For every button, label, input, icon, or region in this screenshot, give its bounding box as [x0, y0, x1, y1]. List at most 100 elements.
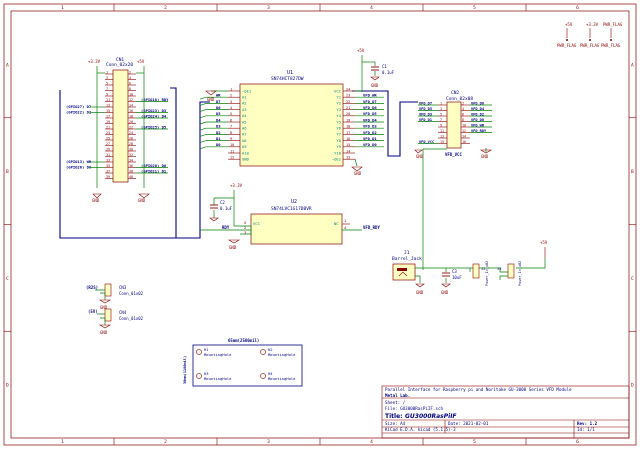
cn4-label: (5V): [88, 309, 98, 314]
frame-col-top-1: 1: [61, 5, 64, 11]
cn2-right-net-label: VFD_D4: [471, 107, 484, 111]
cn1-left-net-label: (GPIO22) D2: [66, 110, 91, 115]
tb-company: Metal Lab.: [385, 393, 410, 398]
cn4-value: Conn_01x02: [119, 316, 144, 321]
c2-capacitor: +3.3V C2 0.1uF: [209, 183, 243, 226]
cn2-right-net-label: VFD_D2: [471, 112, 484, 116]
j2-value: Power_In_x02: [485, 261, 489, 286]
j1-gnd: GND: [416, 290, 424, 295]
u1-pin-name: A10: [242, 150, 250, 155]
cn2-pin-num: 9: [440, 123, 442, 127]
cn1-pin-num: 18: [129, 114, 133, 118]
misc-gnd: GND: [207, 97, 215, 102]
cn1-pin-num: 11: [106, 98, 110, 102]
frame-col-top-4: 4: [370, 5, 373, 11]
cn1-pin-num: 25: [106, 136, 110, 140]
cn2-pin-num: 8: [462, 118, 464, 122]
cn1-pin-num: 10: [129, 92, 133, 96]
tb-title-prefix: Title:: [385, 413, 403, 420]
u1-input-label: D1: [216, 136, 221, 141]
u1-pin-num: 9: [230, 137, 232, 141]
cn2-right-net-label: VFD_D0: [471, 118, 484, 122]
frame-col-top-6: 6: [576, 5, 579, 11]
u1-pin-name: A5: [242, 119, 247, 124]
u1-input-label: D3: [216, 124, 221, 129]
j1-value: Barrel_Jack: [392, 256, 422, 262]
u1-pin-num: 19: [346, 118, 350, 122]
cn1-right-net-label: (GPIO18) RDY: [141, 97, 169, 102]
pwr-flag-net-2: +3.3V: [586, 22, 599, 27]
j2-body: [472, 263, 480, 279]
cn1-connector: CN1 Conn_02x20 +3.3V +5V 135791113151719…: [66, 57, 169, 203]
tb-sheet: Sheet: /: [385, 400, 406, 405]
tb-description: Parallel Interface for Raspberry pi and …: [385, 387, 572, 392]
cn1-pin-num: 16: [129, 109, 133, 113]
cn1-pin-num: 4: [129, 76, 131, 80]
u1-pin-name: Y10: [334, 150, 342, 155]
u1-pin-num: 15: [346, 143, 350, 147]
cn2-pin-num: 4: [462, 107, 464, 111]
frame-row-right-D: D: [631, 383, 634, 389]
u1-pin-name: ~OE1: [242, 88, 252, 93]
cn2-body: [446, 101, 462, 149]
cn1-pin-num: 37: [106, 169, 110, 173]
cn1-pin-num: 27: [106, 142, 110, 146]
cn2-right-net-label: VFD_D6: [471, 101, 484, 105]
u1-output-label: VFD_D7: [363, 99, 377, 104]
cn2-right-net-label: VFD_RDY: [471, 129, 487, 133]
u2-pin-out-num: 4: [344, 225, 347, 230]
cn1-pin-num: 24: [129, 131, 133, 135]
u1-input-wire: [199, 103, 207, 106]
cn1-pin-num: 21: [106, 125, 110, 129]
tb-file: File: GU3000RasPiIF.sch: [385, 406, 443, 411]
u1-input-wire: [199, 115, 207, 119]
j2-ref: J2: [481, 266, 486, 271]
mount-hole-ref: H3: [204, 371, 209, 376]
u1-pin-name: A8: [242, 138, 247, 143]
mount-hole-symbol: [260, 349, 266, 355]
j3-value: Power_In_x02: [518, 261, 522, 286]
u1-pin-name: A7: [242, 132, 247, 137]
u1-pin-name: A9: [242, 144, 247, 149]
u1-pin-num: 3: [230, 100, 232, 104]
cn1-right-labels: (GPIO18) RDY(GPIO23) D3(GPIO24) D4(GPIO2…: [136, 97, 169, 173]
c1-power: +5V: [357, 48, 365, 53]
bus-wires: [59, 87, 418, 239]
u2-pin-in-num: 2: [244, 225, 246, 230]
u1-output-label: VFD_D4: [363, 117, 377, 122]
u2-in-label: RDY: [222, 225, 230, 230]
c1-gnd: GND: [371, 83, 379, 88]
c3-value: 10uF: [452, 275, 462, 280]
cn1-pin-num: 32: [129, 153, 133, 157]
cn1-pin-num: 8: [129, 87, 131, 91]
c3-ref: C3: [452, 269, 457, 274]
cn2-left-net-label: VFD_D5: [419, 107, 432, 111]
frame-row-right-C: C: [631, 276, 634, 282]
u1-input-label: WR: [216, 93, 221, 98]
frame-col-bottom-3: 3: [267, 439, 270, 445]
cn2-left-net-label: VFD_VCC: [419, 140, 434, 144]
mount-hole-value: MountingHole: [204, 376, 232, 381]
frame-row-left-A: A: [6, 62, 9, 68]
cn1-pin-num: 2: [129, 70, 131, 74]
j3-body: [507, 263, 515, 279]
frame-col-top-5: 5: [473, 5, 476, 11]
cn1-pin-num: 30: [129, 147, 133, 151]
u1-input-wire: [199, 96, 207, 100]
c1-ref: C1: [382, 64, 387, 69]
cn1-power-left: +3.3V: [88, 59, 101, 64]
cn2-pins: 1VFD_D73VFD_D55VFD_D37VFD_D19111315VFD_V…: [418, 101, 492, 150]
u1-input-label: D5: [216, 111, 221, 116]
u2-ref: U2: [291, 199, 297, 205]
u1-input-label: D0: [216, 142, 221, 147]
cn1-left-net-label: (GPIO13) WR: [66, 159, 92, 164]
u2-pin-nc-num: 1: [344, 218, 347, 223]
frame-col-bottom-1: 1: [61, 439, 64, 445]
u1-pin-name: A4: [242, 113, 247, 118]
cn2-value: Conn_02x08: [446, 96, 473, 102]
u1-input-label: D4: [216, 117, 221, 122]
cn3-ref: CN3: [119, 285, 127, 290]
mount-outline: [192, 344, 303, 387]
